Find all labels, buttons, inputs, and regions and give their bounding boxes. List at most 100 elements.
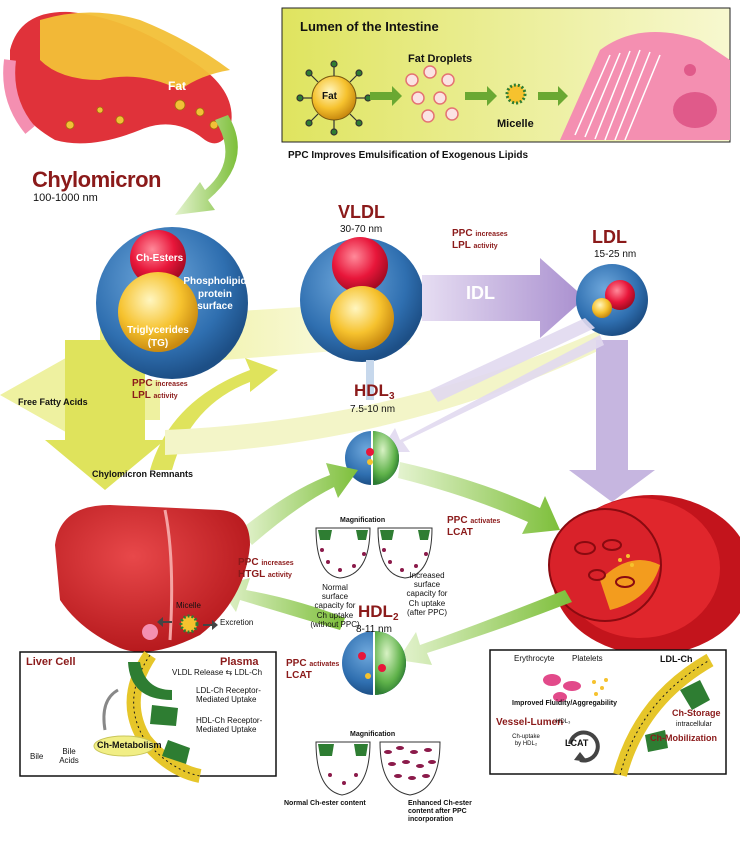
bile-acids-line: Bile xyxy=(62,747,76,756)
activity-text: activity xyxy=(153,392,178,400)
ldl-size: 15-25 nm xyxy=(594,249,637,260)
fat-label: Fat xyxy=(322,91,337,102)
increases-text: increases xyxy=(475,231,508,238)
ch-metabolism-label: Ch-Metabolism xyxy=(97,740,162,750)
hdl3-sub: 3 xyxy=(388,391,395,402)
liver-micelle-label: Micelle xyxy=(176,601,201,610)
increased-capacity-line: Increased xyxy=(409,571,445,580)
enhanced-line: content after PPC xyxy=(408,808,467,816)
ppc-lpl-left: PPC increases LPL activity xyxy=(132,378,188,401)
chylomicron-title: Chylomicron xyxy=(32,167,161,192)
surface-line2: protein xyxy=(198,288,232,300)
hdl3-title: HDL3 xyxy=(354,381,395,402)
ppc-text: PPC xyxy=(238,557,259,568)
increased-capacity-line: Ch uptake xyxy=(408,598,446,608)
lcat-text: LCAT xyxy=(286,669,312,681)
tg-line1: Triglycerides xyxy=(127,325,189,336)
normal-capacity-line: Normal xyxy=(322,583,348,592)
ppc-text: PPC xyxy=(447,515,468,526)
hdl-receptor-line: Mediated Uptake xyxy=(196,725,257,735)
hdl2-size: 8-11 nm xyxy=(356,624,392,635)
magnification-bottom-label: Magnification xyxy=(350,731,396,738)
hdl3-text: HDL xyxy=(354,381,389,400)
hdl2-text: HDL xyxy=(358,602,393,621)
activates-text: activates xyxy=(470,518,501,525)
bile-acids-label: Bile Acids xyxy=(56,747,82,766)
normal-capacity-label: Normal surface capacity for Ch uptake (w… xyxy=(300,583,370,629)
increases-text: increases xyxy=(261,560,294,567)
hdl3-size: 7.5-10 nm xyxy=(350,404,396,415)
hdl2-sub: 2 xyxy=(392,612,399,623)
chylomicron-remnants-label: Chylomicron Remnants xyxy=(92,469,194,479)
excretion-label: Excretion xyxy=(220,618,254,627)
activity-text: activity xyxy=(473,242,498,250)
normal-capacity-line: (without PPC) xyxy=(310,619,360,629)
ldl-receptor-line: LDL-Ch Receptor- xyxy=(196,686,261,695)
erythrocyte-label: Erythrocyte xyxy=(514,654,555,663)
vessel-lumen-label: Vessel-Lumen xyxy=(496,717,564,728)
normal-capacity-line: surface xyxy=(321,592,349,602)
vessel-hdl3-label: HDL₃ xyxy=(556,719,571,725)
pancreas-fat-label: Fat xyxy=(168,79,186,93)
ppc-text: PPC xyxy=(452,228,473,239)
phospholipid-surface-label: Phospholipid protein surface xyxy=(180,276,250,314)
activity-text: activity xyxy=(267,571,292,579)
ch-esters-label: Ch-Esters xyxy=(136,253,184,264)
plasma-label: Plasma xyxy=(220,656,259,668)
free-fatty-acids-label: Free Fatty Acids xyxy=(18,397,88,407)
ppc-text: PPC xyxy=(132,378,153,389)
htgl-text: HTGL xyxy=(238,568,266,580)
activates-text: activates xyxy=(309,661,340,668)
hdl-receptor-line: HDL-Ch Receptor- xyxy=(196,716,263,725)
improved-fluidity-label: Improved Fluidity/Aggregability xyxy=(512,700,618,707)
micelle-label: Micelle xyxy=(497,118,534,130)
fat-droplets-label: Fat Droplets xyxy=(408,53,473,65)
ldl-receptor-label: LDL-Ch Receptor- Mediated Uptake xyxy=(196,686,261,704)
tg-line2: (TG) xyxy=(147,338,169,349)
ch-uptake-line: by HDL₂ xyxy=(514,741,538,748)
vessel-lcat-label: LCAT xyxy=(565,738,589,748)
lpl-text: LPL xyxy=(132,389,151,401)
hdl2-title: HDL2 xyxy=(358,602,399,623)
intestine-caption: PPC Improves Emulsification of Exogenous… xyxy=(288,150,529,161)
vldl-release-label: VLDL Release ⇆ LDL-Ch xyxy=(172,668,263,677)
normal-capacity-line: capacity for xyxy=(314,601,356,611)
ppc-lcat-left: PPC activates LCAT xyxy=(286,658,339,681)
liver-cell-label: Liver Cell xyxy=(26,656,76,668)
ppc-htgl: PPC increases HTGL activity xyxy=(238,557,294,580)
increases-text: increases xyxy=(155,381,188,388)
bile-label: Bile xyxy=(30,752,44,761)
idl-label: IDL xyxy=(466,283,495,303)
increased-capacity-line: (after PPC) xyxy=(406,607,447,617)
enhanced-ch-ester-label: Enhanced Ch-ester content after PPC inco… xyxy=(408,800,472,824)
increased-capacity-line: surface xyxy=(413,580,441,590)
surface-line1: Phospholipid xyxy=(183,276,247,287)
vldl-size: 30-70 nm xyxy=(340,224,383,235)
bile-acids-line: Acids xyxy=(59,755,79,765)
increased-capacity-line: capacity for xyxy=(406,589,448,599)
vldl-release-text: VLDL Release xyxy=(172,668,224,677)
lcat-text: LCAT xyxy=(447,526,473,538)
ppc-lpl-top: PPC increases LPL activity xyxy=(452,228,508,251)
hdl-receptor-label: HDL-Ch Receptor- Mediated Uptake xyxy=(196,716,262,734)
magnification-top-label: Magnification xyxy=(340,517,386,524)
ldl-receptor-line: Mediated Uptake xyxy=(196,695,257,705)
ldl-ch-text: LDL-Ch xyxy=(234,668,263,677)
normal-capacity-line: Ch uptake xyxy=(316,610,354,620)
vldl-title: VLDL xyxy=(338,202,385,222)
triglycerides-label: Triglycerides (TG) xyxy=(118,324,198,350)
platelets-label: Platelets xyxy=(572,654,603,663)
chylomicron-size: 100-1000 nm xyxy=(33,192,98,204)
vessel-ldl-ch-label: LDL-Ch xyxy=(660,654,693,664)
ppc-text: PPC xyxy=(286,658,307,669)
ch-storage-label: Ch-Storage xyxy=(672,708,721,718)
ldl-title: LDL xyxy=(592,227,627,247)
ppc-lcat-right: PPC activates LCAT xyxy=(447,515,500,538)
intracellular-label: intracellular xyxy=(676,721,712,728)
lpl-text: LPL xyxy=(452,239,471,251)
enhanced-line: incorporation xyxy=(408,816,454,824)
surface-line3: surface xyxy=(197,301,233,312)
ch-uptake-line: Ch-uptake xyxy=(512,734,540,740)
